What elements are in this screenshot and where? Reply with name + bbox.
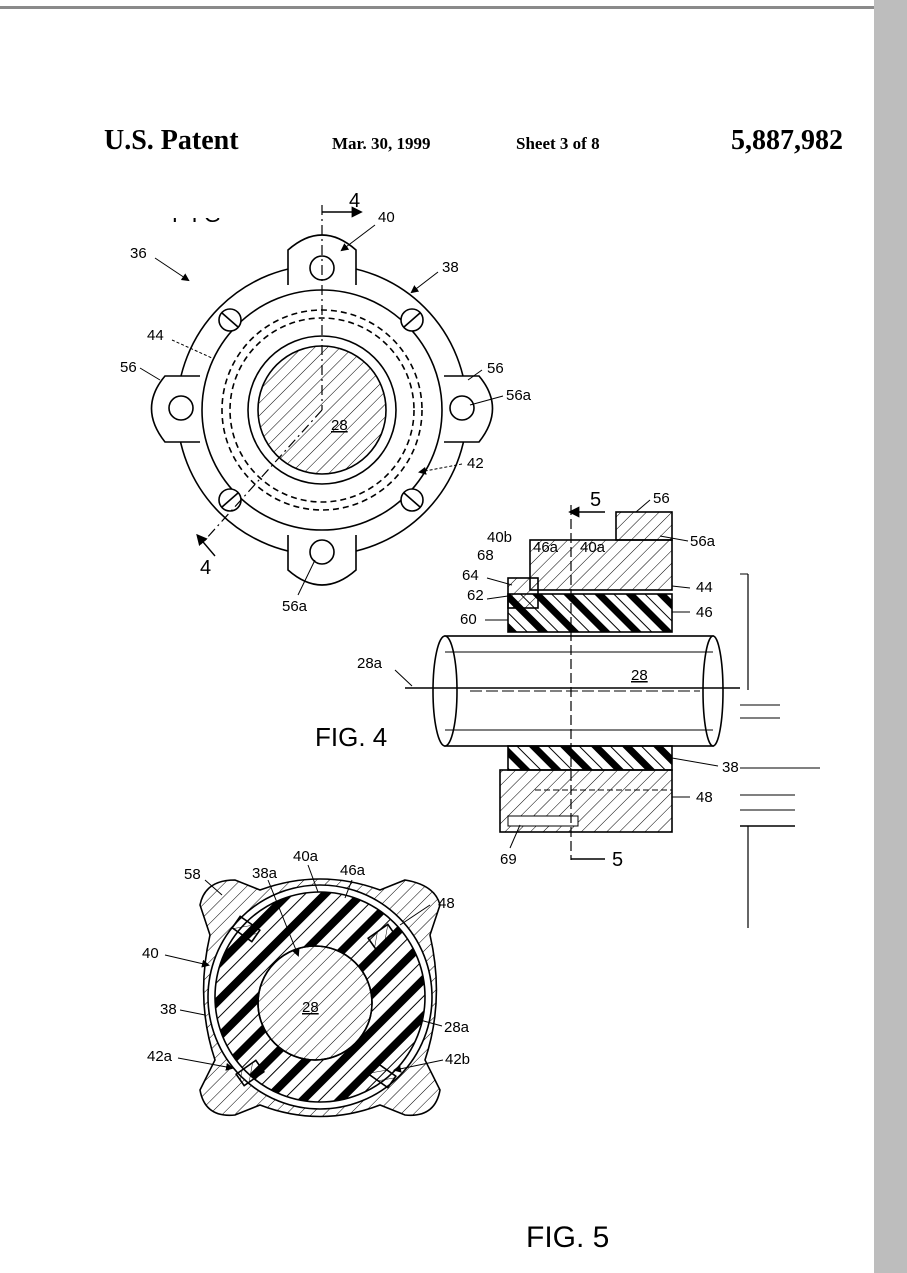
fig4-ref-56: 56 bbox=[653, 490, 670, 507]
fig4-ref-68: 68 bbox=[477, 547, 494, 564]
fig3-ref-42: 42 bbox=[467, 455, 484, 472]
fig3-section-marker-bottom: 4 bbox=[200, 557, 211, 579]
fig4-ref-28: 28 bbox=[631, 667, 648, 684]
fig4-ref-40a: 40a bbox=[580, 539, 606, 556]
fig4-ref-64: 64 bbox=[462, 567, 479, 584]
fig4-ref-40b: 40b bbox=[487, 529, 512, 546]
fig5-ref-46a: 46a bbox=[340, 862, 366, 879]
fig4-ref-38: 38 bbox=[722, 759, 739, 776]
fig4-drawing bbox=[395, 500, 820, 928]
fig3-ref-38: 38 bbox=[442, 259, 459, 276]
fig5-ref-38a: 38a bbox=[252, 865, 278, 882]
fig3-ref-56-left: 56 bbox=[120, 359, 137, 376]
fig3-ref-36: 36 bbox=[130, 245, 147, 262]
fig3-ref-56a-bottom: 56a bbox=[282, 598, 308, 615]
fig5-ref-42a: 42a bbox=[147, 1048, 173, 1065]
fig4-ref-56a: 56a bbox=[690, 533, 716, 550]
fig4-ref-28a: 28a bbox=[357, 655, 383, 672]
fig4-ref-48: 48 bbox=[696, 789, 713, 806]
fig5-caption: FIG. 5 bbox=[526, 1221, 609, 1254]
fig4-ref-62: 62 bbox=[467, 587, 484, 604]
fig3-section-marker: 4 bbox=[349, 190, 360, 212]
fig5-ref-42b: 42b bbox=[445, 1051, 470, 1068]
fig5-ref-40: 40 bbox=[142, 945, 159, 962]
fig4-ref-46: 46 bbox=[696, 604, 713, 621]
fig3-ref-56a-right: 56a bbox=[506, 387, 532, 404]
fig4-caption: FIG. 4 bbox=[315, 722, 387, 752]
fig4-section-marker-top: 5 bbox=[590, 489, 601, 511]
fig4-ref-69: 69 bbox=[500, 851, 517, 868]
fig4-ref-44: 44 bbox=[696, 579, 713, 596]
fig3-ref-44: 44 bbox=[147, 327, 164, 344]
fig5-ref-58: 58 bbox=[184, 866, 201, 883]
fig5-ref-38: 38 bbox=[160, 1001, 177, 1018]
fig3-ref-56-right: 56 bbox=[487, 360, 504, 377]
fig4-ref-46a: 46a bbox=[533, 539, 559, 556]
fig5-ref-48: 48 bbox=[438, 895, 455, 912]
fig4-ref-60: 60 bbox=[460, 611, 477, 628]
fig5-ref-28: 28 bbox=[302, 999, 319, 1016]
fig3-ref-28: 28 bbox=[331, 417, 348, 434]
fig5-ref-28a: 28a bbox=[444, 1019, 470, 1036]
fig5-ref-40a: 40a bbox=[293, 848, 319, 865]
fig3-ref-40: 40 bbox=[378, 209, 395, 226]
fig4-section-marker-bottom: 5 bbox=[612, 849, 623, 871]
fig5-drawing bbox=[165, 865, 443, 1117]
